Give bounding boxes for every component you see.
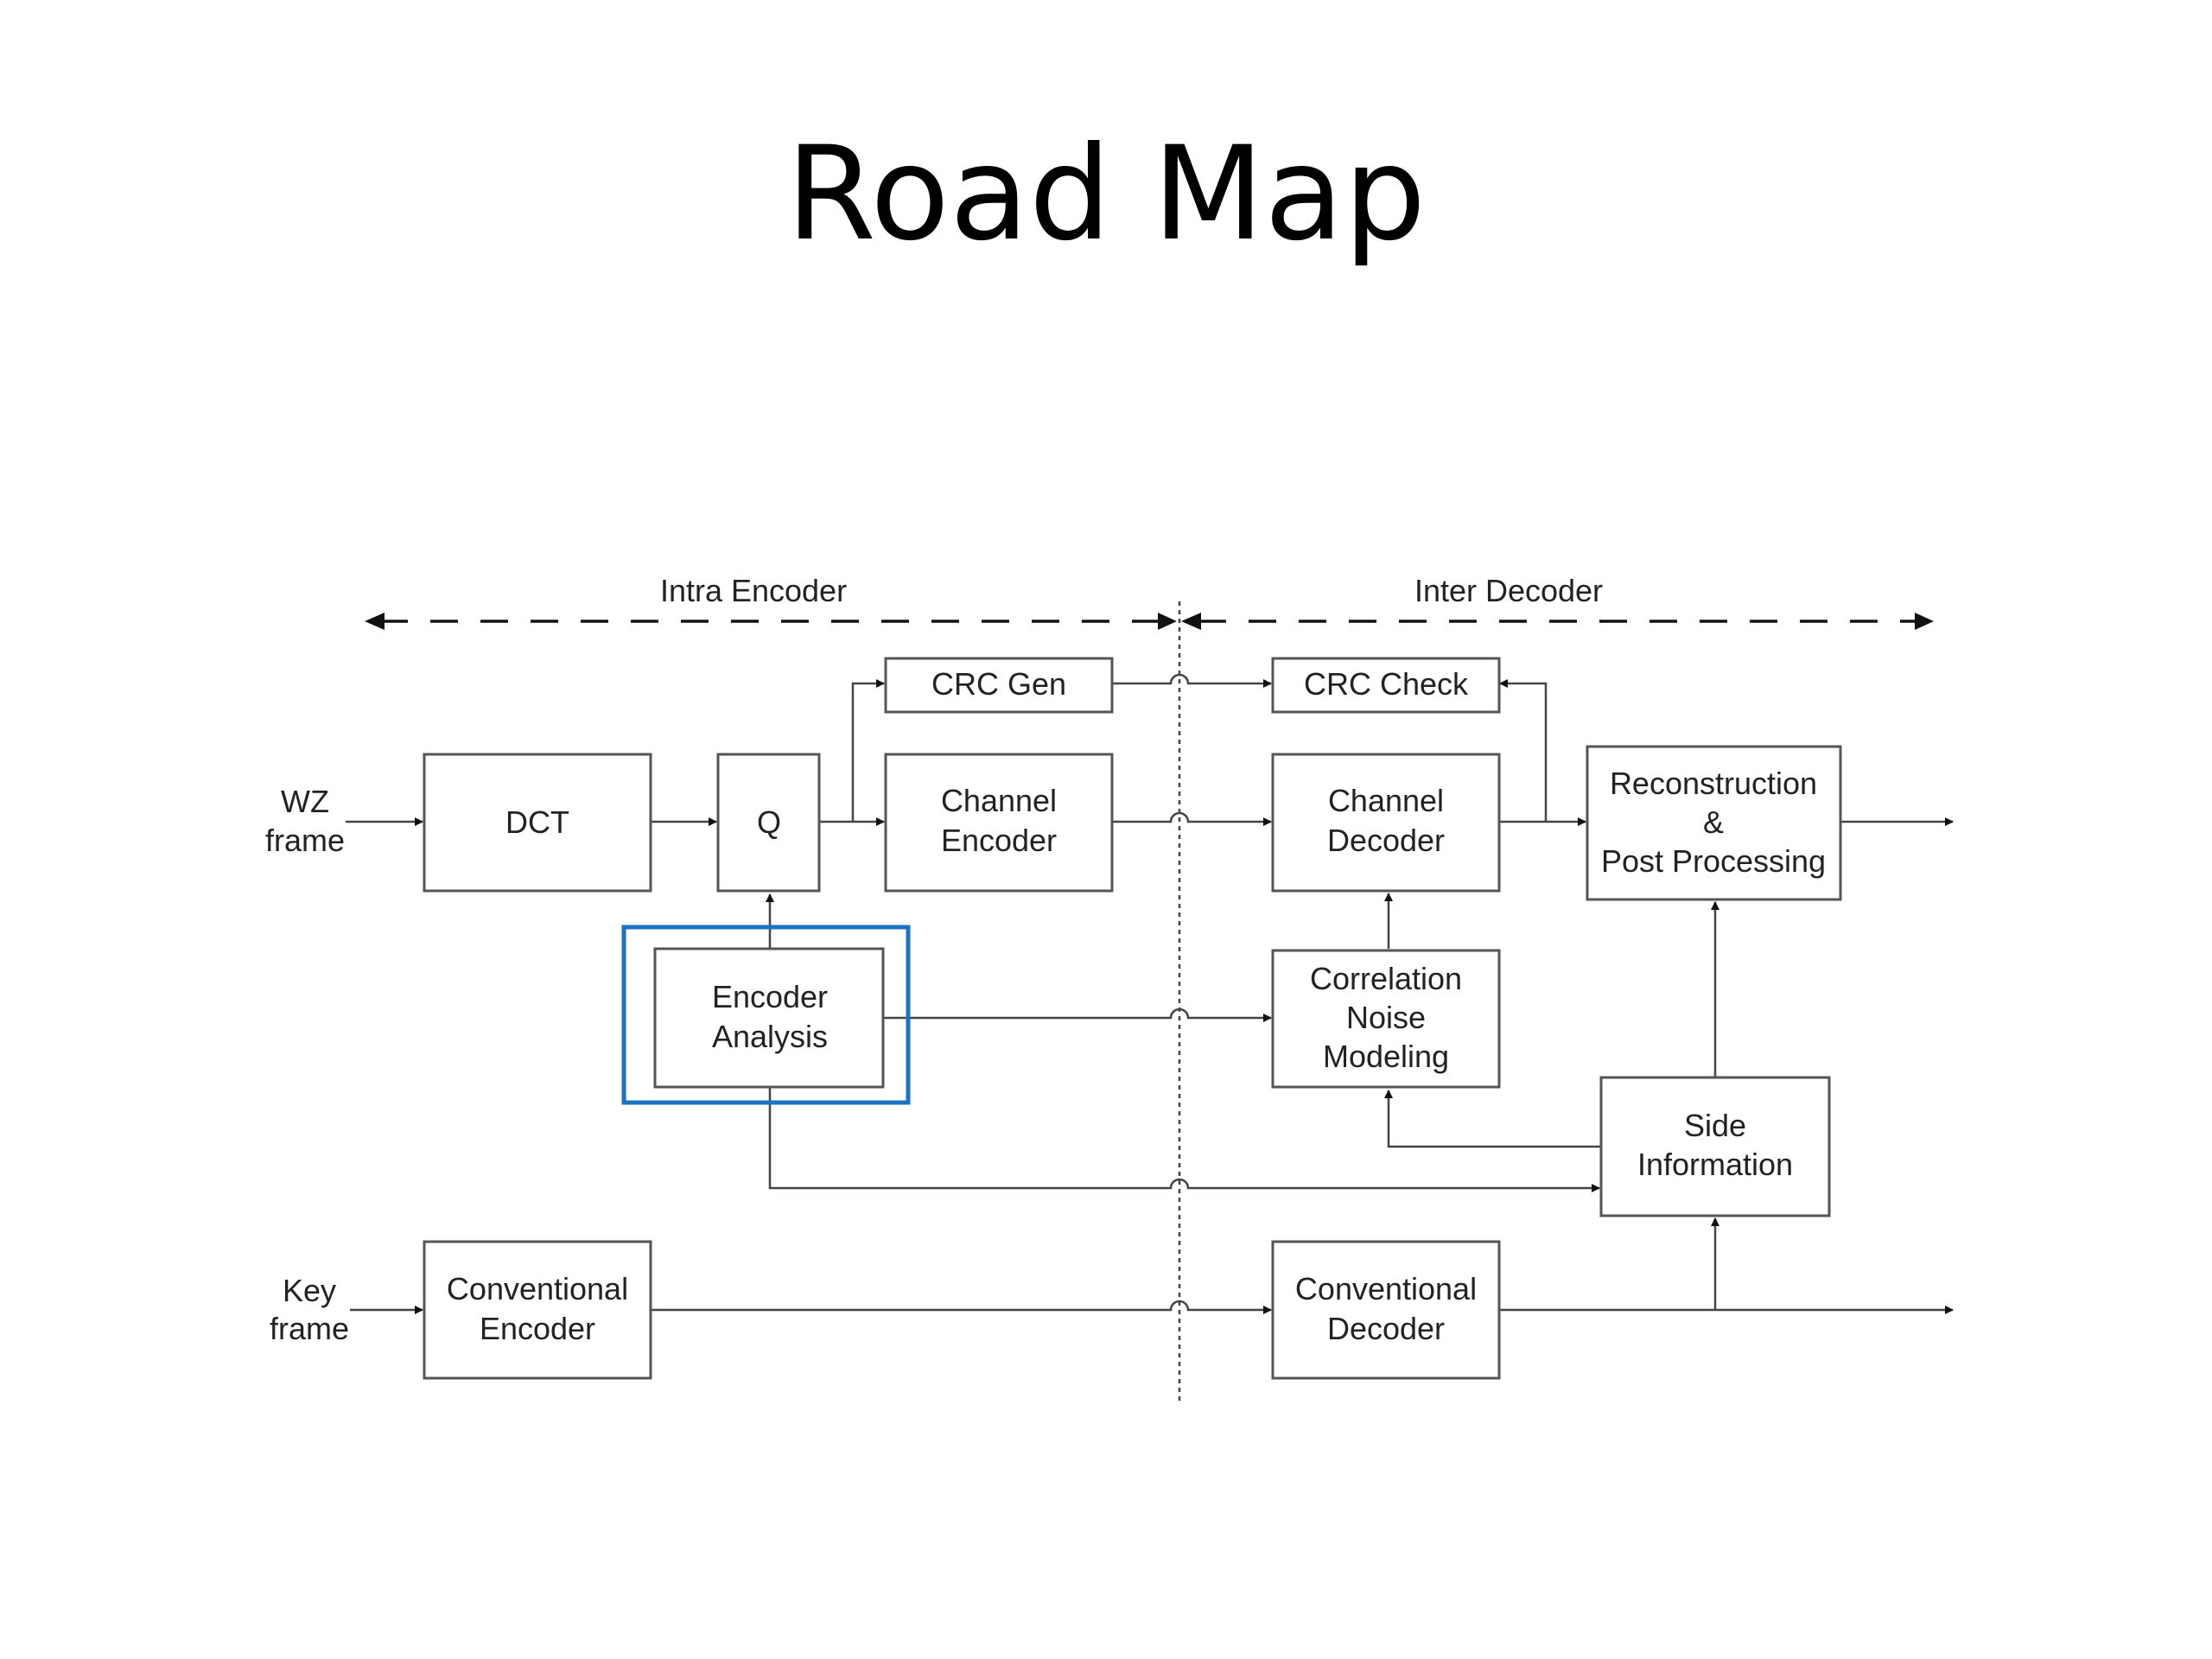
encoder-analysis-label-line2: Analysis (712, 1019, 828, 1054)
wz-frame-label-line2: frame (265, 823, 345, 858)
dct-block: DCT (423, 753, 652, 893)
side-information-label-line2: Information (1637, 1147, 1793, 1182)
crc-gen-label: CRC Gen (931, 666, 1066, 702)
reconstruction-label-line2: & (1703, 804, 1724, 840)
section-span-arrows (365, 613, 1934, 630)
quantizer-label: Q (757, 804, 781, 840)
reconstruction-label-line1: Reconstruction (1610, 766, 1817, 801)
side-information-label-line1: Side (1684, 1108, 1746, 1143)
channel-encoder-block: Channel Encoder (884, 753, 1114, 893)
channel-encoder-label-line2: Encoder (941, 823, 1057, 858)
encoder-analysis-label-line1: Encoder (712, 979, 828, 1014)
conventional-decoder-block: Conventional Decoder (1271, 1240, 1501, 1380)
reconstruction-label-line3: Post Processing (1601, 843, 1826, 879)
crc-check-block: CRC Check (1271, 657, 1501, 714)
wz-frame-label-line1: WZ (281, 784, 329, 819)
section-label-inter-decoder: Inter Decoder (1414, 573, 1603, 608)
correlation-noise-label-line1: Correlation (1310, 961, 1462, 996)
correlation-noise-label-line3: Modeling (1323, 1039, 1449, 1074)
dct-label: DCT (505, 804, 569, 840)
connectors (346, 673, 1954, 1314)
conventional-encoder-block: Conventional Encoder (423, 1240, 652, 1380)
channel-decoder-label-line2: Decoder (1327, 823, 1445, 858)
encoder-analysis-block: Encoder Analysis (621, 925, 911, 1105)
reconstruction-block: Reconstruction & Post Processing (1586, 745, 1842, 901)
conventional-decoder-label-line1: Conventional (1295, 1271, 1477, 1306)
correlation-noise-label-line2: Noise (1346, 1000, 1426, 1035)
quantizer-block: Q (716, 753, 821, 893)
key-frame-label-line2: frame (270, 1311, 349, 1346)
channel-decoder-label-line1: Channel (1328, 783, 1444, 818)
correlation-noise-modeling-block: Correlation Noise Modeling (1271, 949, 1501, 1089)
highlight-frame (621, 925, 911, 1105)
conventional-decoder-label-line2: Decoder (1327, 1311, 1445, 1346)
crc-check-label: CRC Check (1304, 666, 1469, 702)
crc-gen-block: CRC Gen (884, 657, 1114, 714)
key-frame-label-line1: Key (283, 1273, 336, 1308)
conventional-encoder-label-line1: Conventional (447, 1271, 628, 1306)
channel-decoder-block: Channel Decoder (1271, 753, 1501, 893)
conventional-encoder-label-line2: Encoder (480, 1311, 595, 1346)
slide-title: Road Map (785, 119, 1427, 270)
channel-encoder-label-line1: Channel (941, 783, 1057, 818)
side-information-block: Side Information (1599, 1076, 1831, 1217)
section-label-intra-encoder: Intra Encoder (660, 573, 847, 608)
